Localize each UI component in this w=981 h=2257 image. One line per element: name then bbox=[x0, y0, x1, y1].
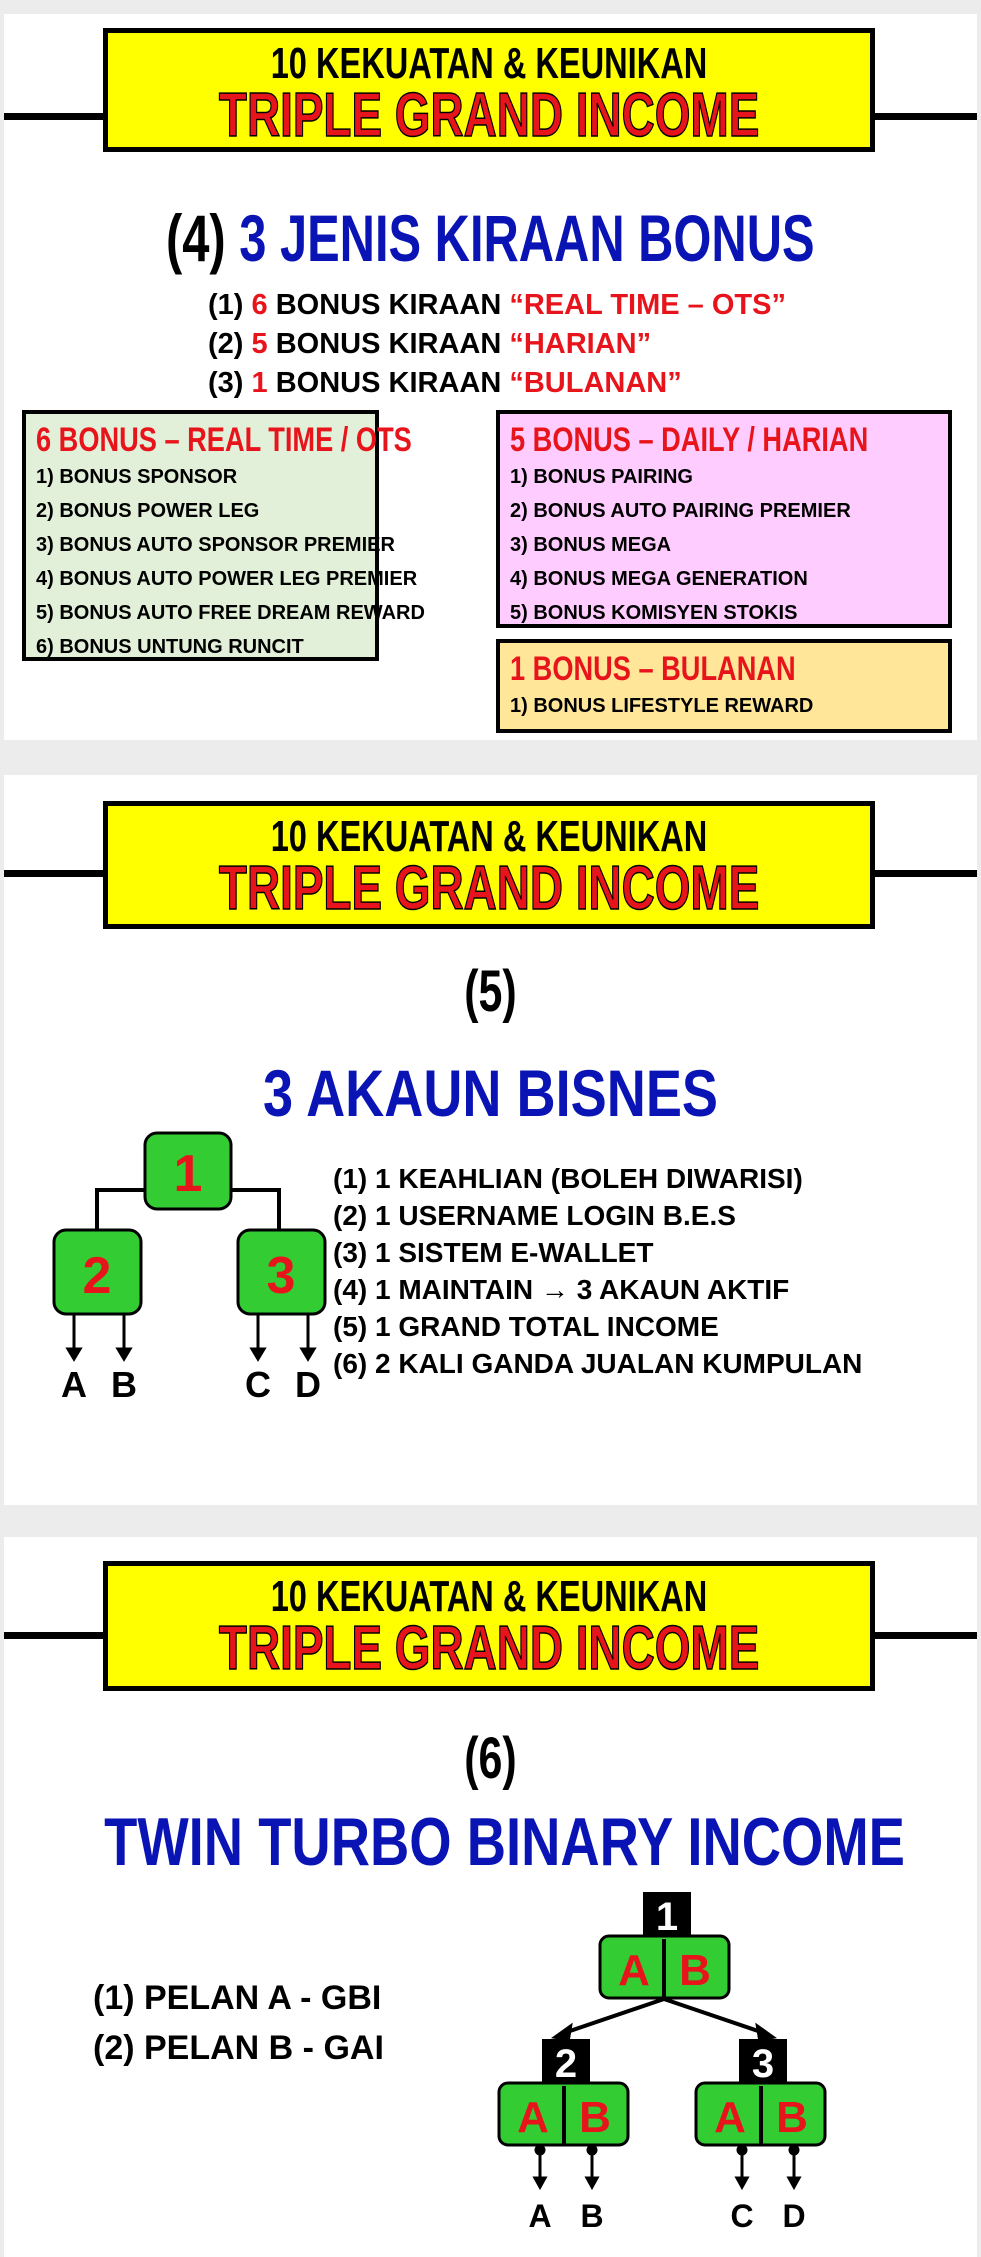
box-title: 1 BONUS – BULANAN bbox=[510, 650, 796, 688]
leg-label: D bbox=[782, 2198, 805, 2234]
banner-line2: TRIPLE GRAND INCOME bbox=[218, 1614, 760, 1683]
section-number: (6) bbox=[464, 1726, 517, 1791]
node-number-badge bbox=[542, 2039, 590, 2083]
svg-text:B: B bbox=[776, 2093, 808, 2142]
feature-item: (1) 1 KEAHLIAN (BOLEH DIWARISI) bbox=[333, 1163, 803, 1194]
feature-item: (2) 1 USERNAME LOGIN B.E.S bbox=[333, 1200, 736, 1231]
account-features-list: (1) 1 KEAHLIAN (BOLEH DIWARISI) (2) 1 US… bbox=[333, 1160, 862, 1382]
leg-label: B bbox=[111, 1364, 137, 1405]
twin-binary-diagram: 1 A B 2 A B 3 A B A B C D bbox=[497, 1892, 827, 2234]
svg-text:A: A bbox=[714, 2093, 746, 2142]
plan-list: (1) PELAN A - GBI (2) PELAN B - GAI bbox=[93, 1973, 384, 2073]
bonus-item: 5) BONUS AUTO FREE DREAM REWARD bbox=[36, 602, 425, 624]
banner-line1: 10 KEKUATAN & KEUNIKAN bbox=[270, 39, 708, 88]
leg-label: A bbox=[528, 2198, 551, 2234]
node-label: 1 bbox=[174, 1145, 203, 1203]
bonus-item: 4) BONUS AUTO POWER LEG PREMIER bbox=[36, 568, 418, 590]
banner-line2: TRIPLE GRAND INCOME bbox=[218, 854, 760, 923]
feature-item: (5) 1 GRAND TOTAL INCOME bbox=[333, 1311, 719, 1342]
bonus-item: 2) BONUS AUTO PAIRING PREMIER bbox=[510, 500, 851, 522]
leg-label: D bbox=[295, 1364, 321, 1405]
feature-item: (4) 1 MAINTAIN → 3 AKAUN AKTIF bbox=[333, 1274, 790, 1305]
box-title: 6 BONUS – REAL TIME / OTS bbox=[36, 421, 412, 459]
leg-label: B bbox=[580, 2198, 603, 2234]
slide-card-6: 10 KEKUATAN & KEUNIKAN TRIPLE GRAND INCO… bbox=[4, 1537, 977, 2257]
section-heading: (4) 3 JENIS KIRAAN BONUS bbox=[4, 200, 977, 276]
node-label: 3 bbox=[267, 1247, 296, 1305]
plan-item: (2) PELAN B - GAI bbox=[93, 2029, 384, 2067]
feature-item: (3) 1 SISTEM E-WALLET bbox=[333, 1237, 654, 1268]
section-title: 3 JENIS KIRAAN BONUS bbox=[239, 201, 815, 275]
section-number: (5) bbox=[464, 959, 517, 1024]
bonus-item: 4) BONUS MEGA GENERATION bbox=[510, 568, 808, 590]
svg-text:A: A bbox=[517, 2093, 549, 2142]
realtime-bonus-box: 6 BONUS – REAL TIME / OTS 1) BONUS SPONS… bbox=[22, 410, 425, 661]
box-title: 5 BONUS – DAILY / HARIAN bbox=[510, 421, 869, 459]
section-title: 3 AKAUN BISNES bbox=[262, 1056, 719, 1130]
summary-item: (1) 6 BONUS KIRAAN “REAL TIME – OTS” bbox=[208, 289, 786, 321]
bonus-item: 1) BONUS PAIRING bbox=[510, 466, 693, 488]
leg-label: C bbox=[730, 2198, 753, 2234]
leg-label: C bbox=[245, 1364, 271, 1405]
bonus-item: 6) BONUS UNTUNG RUNCIT bbox=[36, 636, 304, 658]
bonus-item: 2) BONUS POWER LEG bbox=[36, 500, 260, 522]
leg-arrows bbox=[65, 1315, 317, 1362]
svg-text:B: B bbox=[579, 2093, 611, 2142]
svg-text:A: A bbox=[618, 1946, 650, 1995]
account-tree-diagram: 1 2 3 A B C D bbox=[52, 1131, 327, 1405]
plan-item: (1) PELAN A - GBI bbox=[93, 1979, 382, 2017]
account-node-2 bbox=[52, 1228, 143, 1316]
node-number: 3 bbox=[752, 2042, 774, 2086]
account-node-1 bbox=[143, 1131, 233, 1211]
bonus-item: 3) BONUS MEGA bbox=[510, 534, 672, 556]
summary-item: (2) 5 BONUS KIRAAN “HARIAN” bbox=[208, 328, 652, 360]
bonus-item: 1) BONUS SPONSOR bbox=[36, 466, 238, 488]
feature-item: (6) 2 KALI GANDA JUALAN KUMPULAN bbox=[333, 1348, 863, 1379]
title-banner: 10 KEKUATAN & KEUNIKAN TRIPLE GRAND INCO… bbox=[103, 28, 875, 152]
node-number-badge bbox=[643, 1892, 691, 1936]
summary-item: (3) 1 BONUS KIRAAN “BULANAN” bbox=[208, 367, 682, 399]
bonus-item: 5) BONUS KOMISYEN STOKIS bbox=[510, 602, 798, 624]
node-number-badge bbox=[739, 2039, 787, 2083]
bonus-item: 1) BONUS LIFESTYLE REWARD bbox=[510, 695, 814, 717]
bonus-item: 3) BONUS AUTO SPONSOR PREMIER bbox=[36, 534, 395, 556]
daily-bonus-box: 5 BONUS – DAILY / HARIAN 1) BONUS PAIRIN… bbox=[496, 410, 952, 628]
title-banner: 10 KEKUATAN & KEUNIKAN TRIPLE GRAND INCO… bbox=[103, 1561, 875, 1691]
banner-line2: TRIPLE GRAND INCOME bbox=[218, 81, 760, 150]
slide-card-5: 10 KEKUATAN & KEUNIKAN TRIPLE GRAND INCO… bbox=[4, 775, 977, 1505]
node-label: 2 bbox=[83, 1247, 112, 1305]
svg-text:B: B bbox=[679, 1946, 711, 1995]
leg-arrows bbox=[532, 2144, 802, 2191]
account-node-3 bbox=[236, 1228, 327, 1316]
section-number: (4) bbox=[166, 201, 226, 275]
node-number: 1 bbox=[656, 1895, 678, 1939]
monthly-bonus-box: 1 BONUS – BULANAN 1) BONUS LIFESTYLE REW… bbox=[496, 639, 952, 733]
title-banner: 10 KEKUATAN & KEUNIKAN TRIPLE GRAND INCO… bbox=[103, 801, 875, 929]
bonus-summary-list: (1) 6 BONUS KIRAAN “REAL TIME – OTS” (2)… bbox=[208, 286, 786, 403]
section-title: TWIN TURBO BINARY INCOME bbox=[104, 1804, 905, 1880]
banner-line1: 10 KEKUATAN & KEUNIKAN bbox=[270, 1572, 708, 1621]
banner-line1: 10 KEKUATAN & KEUNIKAN bbox=[270, 812, 708, 861]
node-number: 2 bbox=[555, 2042, 577, 2086]
slide-card-4: 10 KEKUATAN & KEUNIKAN TRIPLE GRAND INCO… bbox=[4, 14, 977, 740]
leg-label: A bbox=[61, 1364, 87, 1405]
tree-arrows bbox=[550, 1997, 778, 2042]
